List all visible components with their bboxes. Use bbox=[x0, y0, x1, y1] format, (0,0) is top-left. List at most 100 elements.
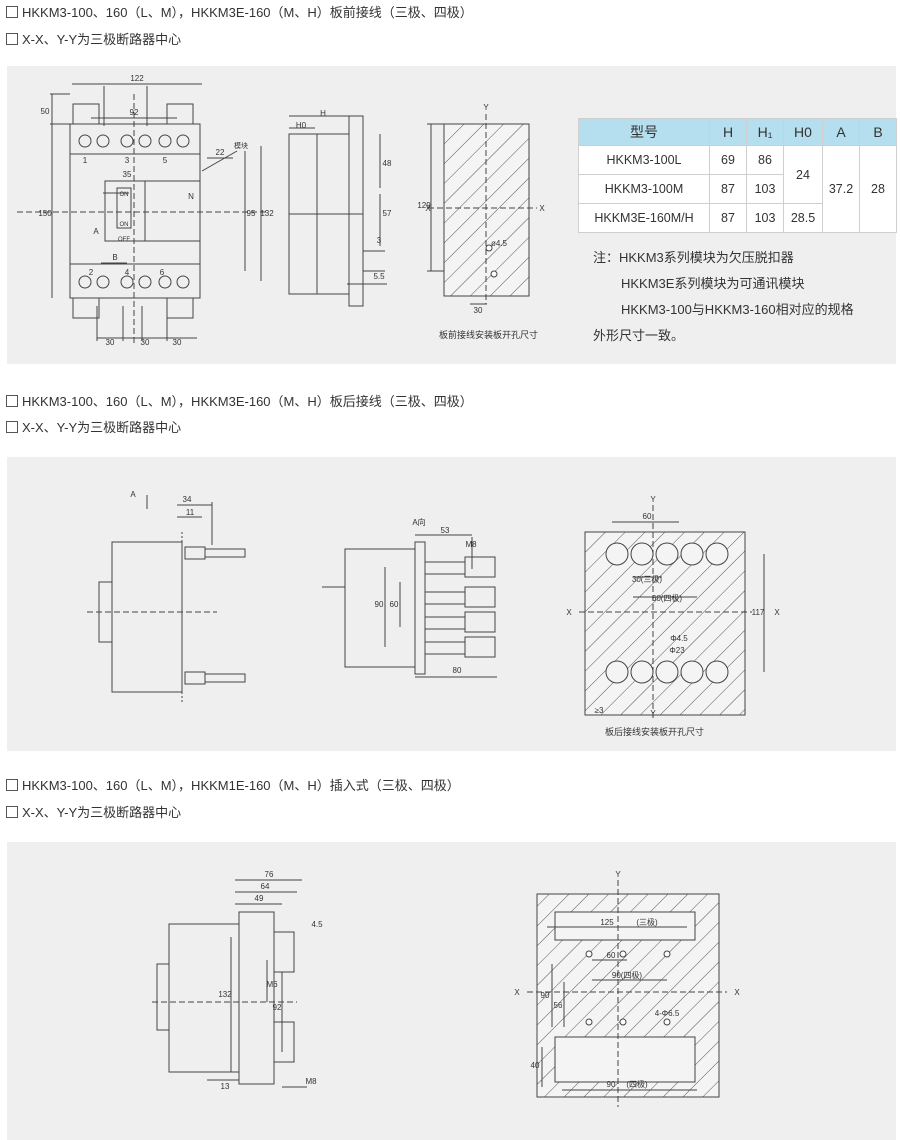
table-row: HKKM3E-160M/H 87 103 28.5 bbox=[578, 203, 897, 233]
label-a: A bbox=[130, 490, 136, 499]
dim-phi45: Φ4.5 bbox=[670, 634, 688, 643]
dim-90-bottom: 90 bbox=[607, 1080, 616, 1089]
section2-title-text: HKKM3-100、160（L、M），HKKM3E-160（M、H）板后接线（三… bbox=[22, 394, 473, 409]
axis-x-right: X bbox=[774, 608, 780, 617]
label-a-direction: A向 bbox=[412, 517, 425, 527]
dim-60: 60 bbox=[607, 951, 616, 960]
dim-64: 64 bbox=[261, 882, 270, 891]
section1-title-text: HKKM3-100、160（L、M），HKKM3E-160（M、H）板前接线（三… bbox=[22, 5, 473, 20]
dim-22: 22 bbox=[216, 148, 225, 157]
dim-40: 40 bbox=[531, 1061, 540, 1070]
dim-a: A bbox=[93, 227, 99, 236]
rear-wiring-drawings: 34 11 A 53 M8 90 60 80 A向 60 30(三极) 60(四… bbox=[87, 490, 780, 719]
cell-h: 87 bbox=[709, 174, 747, 204]
checkbox-icon bbox=[6, 806, 18, 818]
dim-3: 3 bbox=[377, 236, 382, 245]
section3-subtitle: X-X、Y-Y为三极断路器中心 bbox=[6, 805, 181, 821]
dim-ge3: ≥3 bbox=[595, 706, 604, 715]
cell-h1: 103 bbox=[746, 203, 784, 233]
axis-x-left: X bbox=[425, 204, 431, 213]
rear-cutout-caption: 板后接线安装板开孔尺寸 bbox=[605, 727, 705, 737]
dim-50: 50 bbox=[41, 107, 50, 116]
dim-60-four-pole: 60(四极) bbox=[652, 593, 683, 603]
checkbox-icon bbox=[6, 421, 18, 433]
dim-30-a: 30 bbox=[106, 338, 115, 347]
cell-a-merged: 37.2 bbox=[822, 145, 860, 233]
cell-h1: 103 bbox=[746, 174, 784, 204]
col-h: H bbox=[709, 118, 747, 146]
label-on-2: ON bbox=[120, 222, 129, 228]
dim-49: 49 bbox=[255, 894, 264, 903]
dim-30-three-pole: 30(三极) bbox=[632, 574, 663, 584]
terminal-5: 5 bbox=[163, 156, 168, 165]
dim-four-pole: (四极) bbox=[626, 1079, 648, 1089]
dim-92: 92 bbox=[273, 1003, 282, 1012]
checkbox-icon bbox=[6, 395, 18, 407]
plug-in-drawings: 76 64 49 4.5 132 M6 92 13 M8 125 (三极) 60… bbox=[152, 870, 740, 1107]
dim-90: 90 bbox=[541, 991, 550, 1000]
note-line-4: 外形尺寸一致。 bbox=[593, 328, 685, 343]
section3-title: HKKM3-100、160（L、M），HKKM1E-160（M、H）插入式（三极… bbox=[6, 778, 460, 794]
front-cutout-caption: 板前接线安装板开孔尺寸 bbox=[439, 330, 539, 340]
axis-x-right: X bbox=[539, 204, 545, 213]
dim-57: 57 bbox=[383, 209, 392, 218]
dim-122: 122 bbox=[130, 74, 144, 83]
section2-subtitle: X-X、Y-Y为三极断路器中心 bbox=[6, 420, 181, 436]
cell-h0: 28.5 bbox=[783, 203, 823, 233]
dim-125: 125 bbox=[600, 918, 614, 927]
panel-rear-wiring: 34 11 A 53 M8 90 60 80 A向 60 30(三极) 60(四… bbox=[7, 457, 896, 751]
cell-model: HKKM3E-160M/H bbox=[578, 203, 710, 233]
axis-x-left: X bbox=[566, 608, 572, 617]
section3-subtitle-text: X-X、Y-Y为三极断路器中心 bbox=[22, 805, 182, 820]
dim-132: 132 bbox=[260, 209, 274, 218]
spec-header-row: 型号 H H₁ H0 A B bbox=[578, 118, 897, 146]
dim-h0: H0 bbox=[296, 121, 307, 130]
note-line-3: HKKM3-100与HKKM3-160相对应的规格 bbox=[621, 302, 854, 317]
dim-53: 53 bbox=[441, 526, 450, 535]
col-b: B bbox=[859, 118, 897, 146]
axis-x-left: X bbox=[514, 988, 520, 997]
dim-34: 34 bbox=[183, 495, 192, 504]
cell-h1: 86 bbox=[746, 145, 784, 175]
label-module: 模块 bbox=[234, 141, 248, 150]
axis-y-top: Y bbox=[650, 495, 656, 504]
dim-4-phi65: 4-Φ6.5 bbox=[655, 1009, 680, 1018]
dim-30-c: 30 bbox=[173, 338, 182, 347]
col-a: A bbox=[822, 118, 860, 146]
dim-30: 30 bbox=[474, 306, 483, 315]
panel-plug-in: 76 64 49 4.5 132 M6 92 13 M8 125 (三极) 60… bbox=[7, 842, 896, 1140]
checkbox-icon bbox=[6, 779, 18, 791]
axis-y: Y bbox=[615, 870, 621, 879]
dim-117: 117 bbox=[752, 608, 765, 617]
section1-subtitle-text: X-X、Y-Y为三极断路器中心 bbox=[22, 32, 182, 47]
col-h1: H₁ bbox=[746, 118, 784, 146]
section1-subtitle: X-X、Y-Y为三极断路器中心 bbox=[6, 32, 181, 48]
dim-56: 56 bbox=[554, 1001, 563, 1010]
terminal-3: 3 bbox=[125, 156, 130, 165]
section1-title: HKKM3-100、160（L、M），HKKM3E-160（M、H）板前接线（三… bbox=[6, 5, 473, 21]
table-row: HKKM3-100M 87 103 bbox=[578, 174, 897, 204]
axis-x-right: X bbox=[734, 988, 740, 997]
terminal-4: 4 bbox=[125, 268, 130, 277]
rear-breaker-body bbox=[111, 541, 183, 693]
label-n: N bbox=[188, 192, 194, 201]
dim-129: 129 bbox=[417, 201, 431, 210]
dim-5-5: 5.5 bbox=[373, 272, 385, 281]
front-wiring-drawings: 122 92 50 35 22 150 132 95 30 30 30 B A … bbox=[17, 74, 545, 347]
dim-92: 92 bbox=[130, 108, 139, 117]
dim-90: 90 bbox=[375, 600, 384, 609]
cell-model: HKKM3-100M bbox=[578, 174, 710, 204]
table-row: HKKM3-100L 69 86 24 37.2 28 bbox=[578, 145, 897, 233]
dim-h: H bbox=[320, 109, 326, 118]
label-on: ON bbox=[120, 192, 129, 198]
breaker-front-body bbox=[69, 123, 201, 299]
col-h0: H0 bbox=[783, 118, 823, 146]
dim-76: 76 bbox=[265, 870, 274, 879]
dim-hole: ø4.5 bbox=[491, 239, 508, 248]
cell-h0-merged: 24 bbox=[783, 145, 823, 204]
cell-model: HKKM3-100L bbox=[578, 145, 710, 175]
dim-48: 48 bbox=[383, 159, 392, 168]
cell-h: 87 bbox=[709, 203, 747, 233]
note-line-1: 注：HKKM3系列模块为欠压脱扣器 bbox=[593, 250, 794, 265]
section2-title: HKKM3-100、160（L、M），HKKM3E-160（M、H）板后接线（三… bbox=[6, 394, 473, 410]
